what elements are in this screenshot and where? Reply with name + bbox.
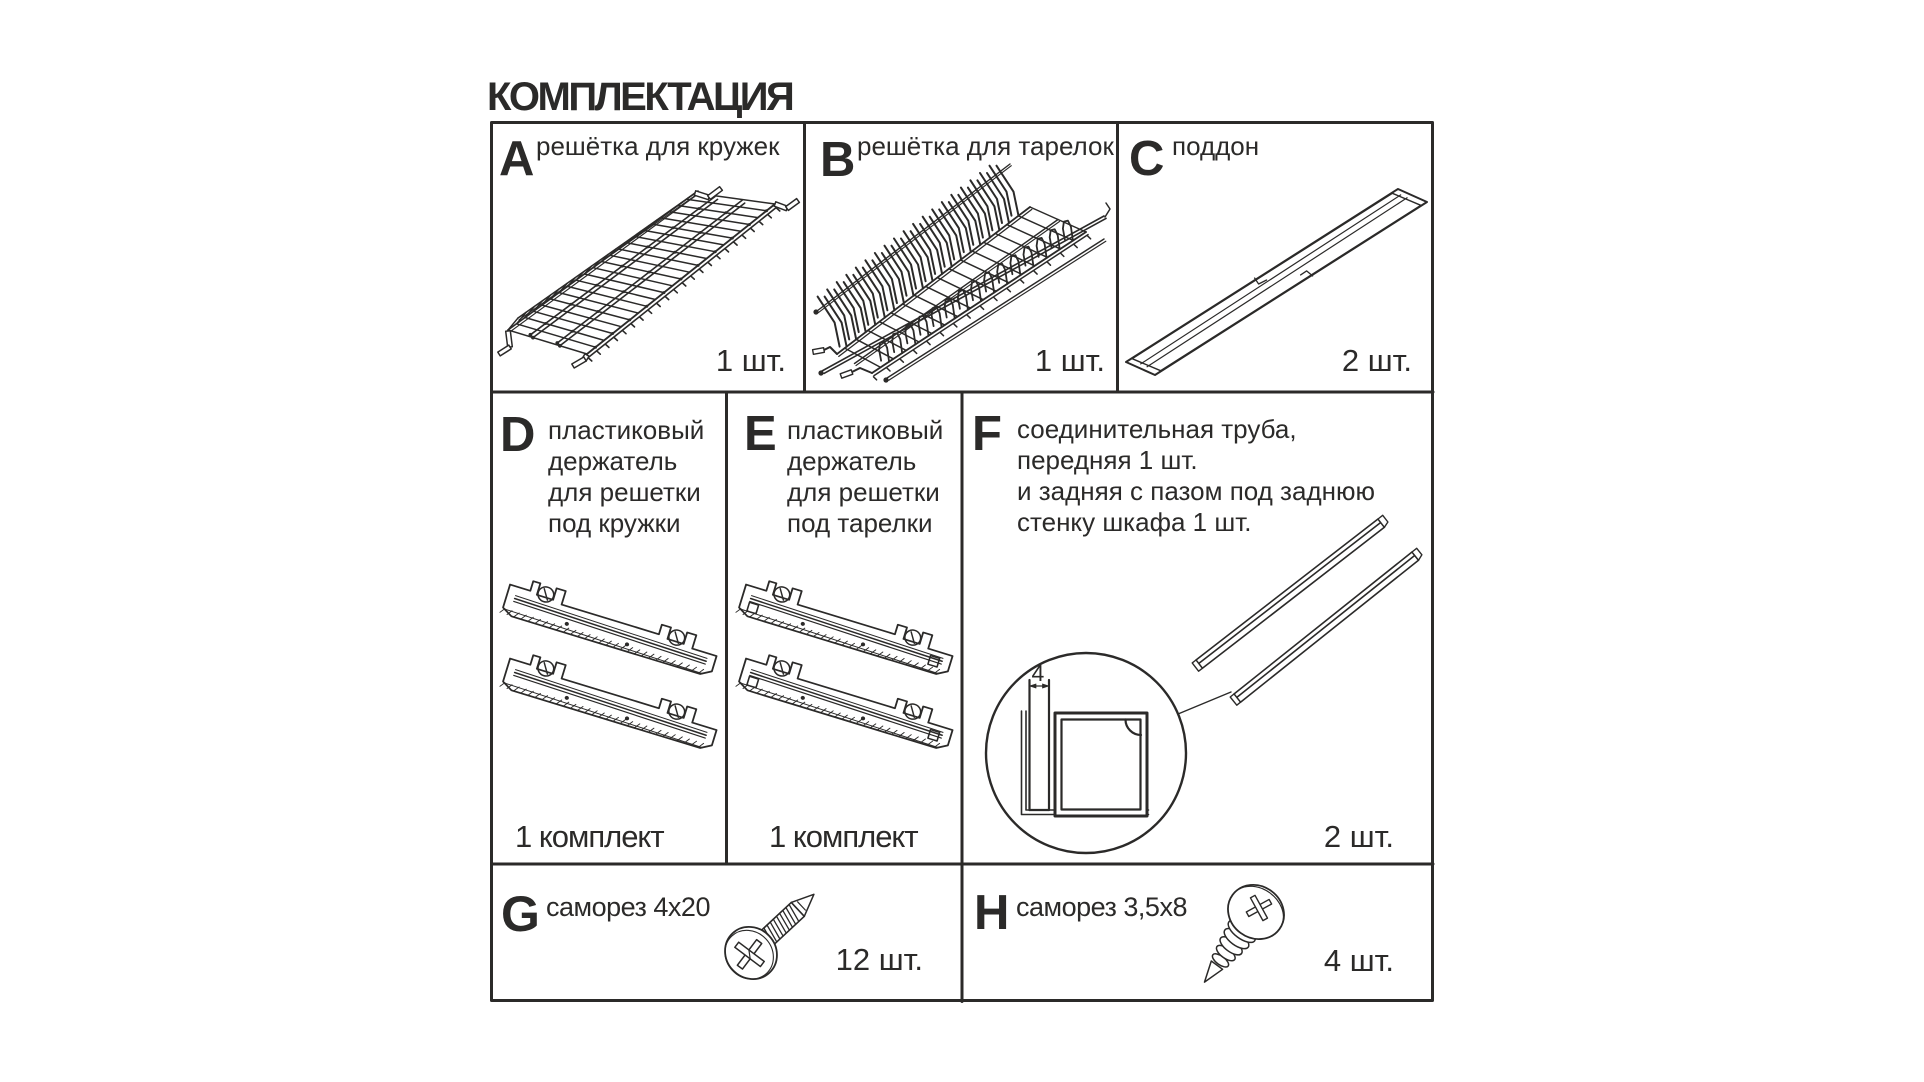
svg-text:саморез 3,5х8: саморез 3,5х8 [1016,892,1187,922]
svg-text:1 комплект: 1 комплект [515,819,664,854]
svg-text:F: F [972,407,1002,461]
svg-text:саморез 4х20: саморез 4х20 [546,892,710,922]
svg-text:под тарелки: под тарелки [787,508,933,538]
svg-text:пластиковый: пластиковый [787,415,943,445]
svg-text:передняя 1 шт.: передняя 1 шт. [1017,445,1198,475]
svg-text:2 шт.: 2 шт. [1324,819,1394,854]
svg-text:H: H [974,886,1009,940]
svg-text:A: A [499,132,534,186]
svg-text:4: 4 [1032,660,1045,686]
svg-text:держатель: держатель [787,446,916,476]
svg-text:под кружки: под кружки [548,508,681,538]
svg-text:G: G [501,886,540,942]
svg-text:и задняя с пазом под заднюю: и задняя с пазом под заднюю [1017,476,1375,506]
svg-text:для решетки: для решетки [548,477,701,507]
svg-text:соединительная труба,: соединительная труба, [1017,414,1297,444]
svg-text:C: C [1129,132,1164,186]
svg-text:для решетки: для решетки [787,477,940,507]
svg-text:B: B [820,133,855,187]
svg-text:держатель: держатель [548,446,677,476]
svg-text:поддон: поддон [1172,131,1259,161]
svg-text:1 комплект: 1 комплект [769,819,918,854]
svg-text:D: D [500,408,535,462]
svg-text:решётка для тарелок: решётка для тарелок [857,131,1114,161]
svg-text:стенку шкафа 1 шт.: стенку шкафа 1 шт. [1017,507,1251,537]
svg-text:1 шт.: 1 шт. [1035,343,1105,378]
svg-text:E: E [744,407,777,461]
svg-text:решётка для кружек: решётка для кружек [536,131,780,161]
svg-text:2 шт.: 2 шт. [1342,343,1412,378]
svg-text:1 шт.: 1 шт. [716,343,786,378]
svg-text:пластиковый: пластиковый [548,415,704,445]
svg-text:4 шт.: 4 шт. [1324,943,1394,978]
svg-text:КОМПЛЕКТАЦИЯ: КОМПЛЕКТАЦИЯ [487,75,793,119]
svg-text:12 шт.: 12 шт. [836,942,923,977]
